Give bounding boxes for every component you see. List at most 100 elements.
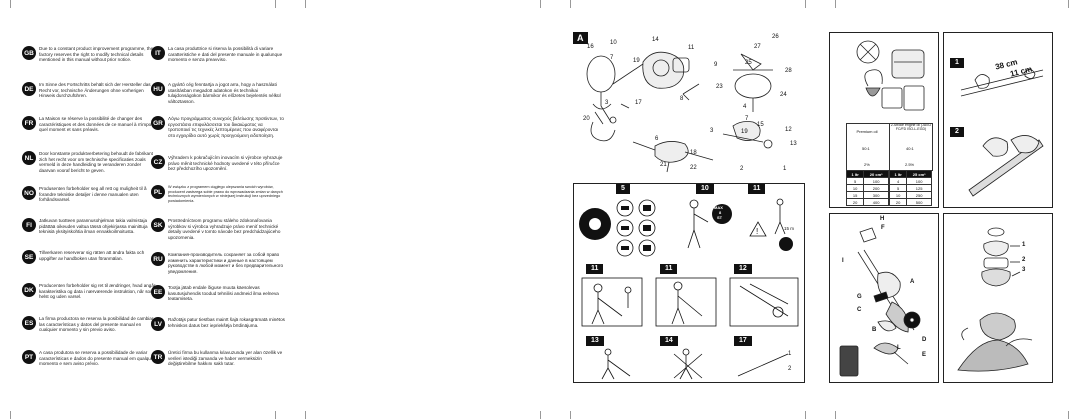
- part-number: 19: [741, 129, 748, 135]
- table-cell: 5: [845, 177, 865, 185]
- legend-number: 1: [788, 351, 792, 357]
- panel-label-a: A: [573, 32, 588, 44]
- operator-icon: [687, 199, 732, 249]
- safety-distance-icon: !: [749, 198, 793, 251]
- oil-header-left: Premium oil: [856, 129, 878, 134]
- notice-text-dk: Producenten forbeholder sig ret til ændr…: [39, 283, 156, 300]
- lang-badge-gb: GB: [22, 46, 36, 60]
- crop-mark: [570, 411, 571, 419]
- handle-position-illustration: [960, 69, 1044, 197]
- table-cell: 5: [888, 184, 908, 192]
- lang-badge-tr: TR: [151, 350, 165, 364]
- part-number: 25: [745, 60, 752, 66]
- lang-badge-ee: EE: [151, 285, 165, 299]
- lang-badge-dk: DK: [22, 283, 36, 297]
- step-badge: 1: [950, 58, 964, 68]
- callout-letter: G: [857, 294, 862, 300]
- part-number: 16: [587, 44, 594, 50]
- crop-mark: [275, 411, 276, 419]
- callout-letter: A: [910, 279, 915, 285]
- max-value: 8: [719, 210, 722, 215]
- notice-text-gr: Λόγω προγράμματος συνεχούς βελτίωσης προ…: [168, 116, 284, 138]
- notice-text-gb: Due to a constant product improvement pr…: [39, 46, 154, 63]
- oil-box-outline: [846, 123, 890, 171]
- ratio-right-bottom: 2.5%: [905, 162, 915, 167]
- table-cell: 100: [906, 177, 932, 185]
- part-number: 22: [690, 165, 697, 171]
- lang-badge-nl: NL: [22, 151, 36, 165]
- notice-text-it: La casa produttrice si riserva la possib…: [168, 46, 283, 63]
- notice-text-es: La firma productora se reserva la posibi…: [39, 316, 154, 333]
- guard-assembly-illustration: [839, 227, 921, 377]
- crop-mark: [10, 0, 11, 8]
- part-number: 7: [610, 55, 614, 61]
- part-number: 4: [743, 104, 747, 110]
- part-number: 10: [610, 40, 617, 46]
- distance-label: 15 m: [784, 226, 795, 231]
- crop-mark: [1068, 0, 1069, 8]
- table-cell: 20: [845, 198, 865, 206]
- table-cell: 300: [863, 191, 889, 199]
- part-number: 1: [783, 166, 787, 172]
- lang-badge-sk: SK: [151, 218, 165, 232]
- table-cell: 500: [906, 198, 932, 206]
- notice-text-fr: La Maison se réserve la possibilité de c…: [39, 116, 157, 133]
- max-label: MAX: [714, 205, 723, 210]
- notice-text-de: Im Sinne des Fortschritts behält sich de…: [39, 82, 151, 99]
- notice-text-pl: W związku z programem ciągłego ulepszani…: [168, 185, 283, 203]
- table-cell: 125: [906, 184, 932, 192]
- lang-badge-gr: GR: [151, 116, 165, 130]
- table-cell: 400: [863, 198, 889, 206]
- step-badge: 14: [660, 336, 678, 346]
- part-number: 3: [710, 128, 714, 134]
- lang-badge-cz: CZ: [151, 155, 165, 169]
- lang-badge-ru: RU: [151, 252, 165, 266]
- notice-text-lv: Ražotājs patur tiesības mainīt šajā roka…: [168, 317, 285, 328]
- lang-badge-pt: PT: [22, 350, 36, 364]
- part-number: 8: [680, 96, 684, 102]
- trimmer-exploded-view: [586, 51, 773, 173]
- part-number: 9: [714, 62, 718, 68]
- table-cell: 200: [863, 184, 889, 192]
- lang-badge-se: SE: [22, 250, 36, 264]
- part-number: 3: [1022, 267, 1026, 273]
- step-badge: 11: [660, 264, 678, 274]
- legend-number: 2: [788, 366, 792, 372]
- crop-mark: [835, 0, 836, 8]
- notice-text-tr: Üretici firma bu kullanma kılavuzunda ye…: [168, 350, 283, 367]
- notice-text-nl: Door konstante produktverbetering behoud…: [39, 151, 153, 173]
- lang-badge-no: NO: [22, 186, 36, 200]
- crop-mark: [540, 411, 541, 419]
- panel-b-frame: [573, 183, 805, 383]
- crop-mark: [835, 411, 836, 419]
- callout-letter: B: [872, 327, 877, 333]
- crop-mark: [10, 411, 11, 419]
- crop-mark: [805, 0, 806, 8]
- notice-text-ru: Компания-производитель сохраняет за собо…: [168, 252, 284, 274]
- crop-mark: [305, 0, 306, 8]
- lang-badge-fi: FI: [22, 218, 36, 232]
- notice-text-sk: Prostredníctvom programu stáleho zdokona…: [168, 218, 281, 240]
- table-cell: 20: [888, 198, 908, 206]
- notice-text-fi: Jatkuvan tuotteen parannusohjelman takia…: [39, 218, 148, 235]
- notice-text-se: Tillverkaren reserverar sig rätten att ä…: [39, 250, 145, 261]
- part-number: 19: [633, 58, 640, 64]
- notice-text-hu: A gyártó cég fenntartja a jogot arra, ho…: [168, 82, 281, 104]
- crop-mark: [540, 0, 541, 8]
- callout-letter: I: [842, 258, 844, 264]
- callout-letter: H: [880, 216, 885, 222]
- step-badge: 12: [734, 264, 752, 274]
- crop-mark: [570, 0, 571, 8]
- notice-text-cz: Výhradem k pokračujícím inovacím si výro…: [168, 155, 283, 172]
- crop-mark: [275, 0, 276, 8]
- line-head-parts-illustration: [957, 227, 1033, 372]
- part-number: 12: [785, 127, 792, 133]
- part-number: 28: [785, 68, 792, 74]
- max-unit: ST: [717, 215, 723, 220]
- table-cell: 10: [845, 184, 865, 192]
- lang-badge-lv: LV: [151, 317, 165, 331]
- col-header: 1 ltr: [845, 170, 865, 178]
- step-badge: 11: [586, 264, 604, 274]
